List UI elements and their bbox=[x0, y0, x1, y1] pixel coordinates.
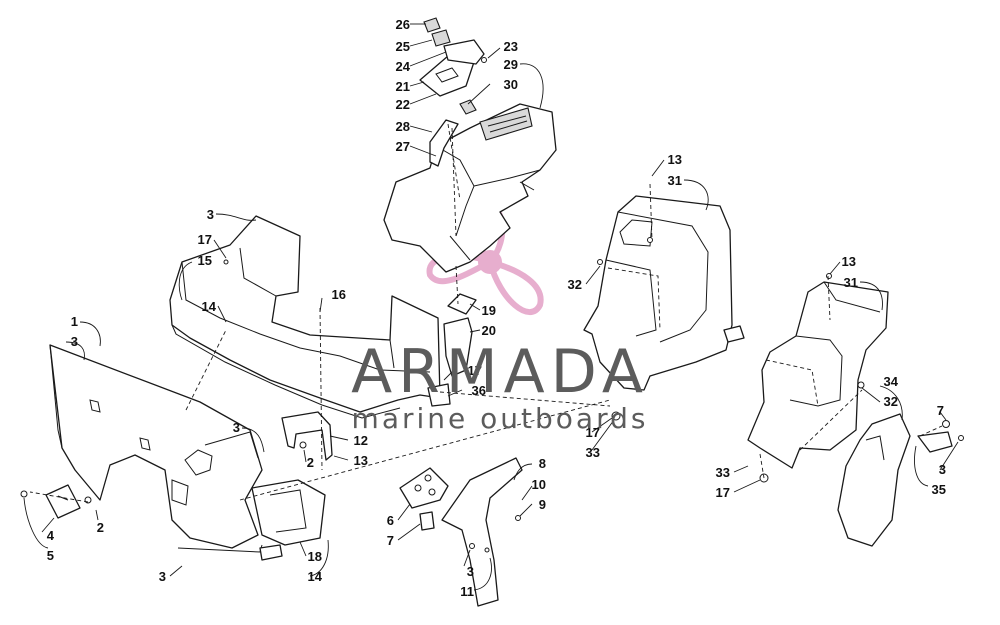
watermark-tagline: marine outboards bbox=[352, 402, 649, 435]
callout: 9 bbox=[539, 497, 546, 512]
callout: 20 bbox=[482, 323, 496, 338]
callout: 31 bbox=[844, 275, 858, 290]
callout: 17 bbox=[716, 485, 730, 500]
callout: 24 bbox=[396, 59, 411, 74]
watermark-brand: ARMADA bbox=[351, 337, 649, 407]
knob-7 bbox=[419, 511, 435, 531]
alignment-lines bbox=[29, 123, 943, 503]
callout: 16 bbox=[332, 287, 346, 302]
watermark: ARMADA marine outboards bbox=[351, 337, 649, 435]
callout: 21 bbox=[396, 79, 410, 94]
callout: 30 bbox=[504, 77, 518, 92]
callout: 33 bbox=[716, 465, 730, 480]
callout: 11 bbox=[460, 584, 474, 599]
side-panel-34 bbox=[837, 413, 911, 547]
callout: 25 bbox=[396, 39, 410, 54]
callout: 3 bbox=[467, 564, 474, 579]
callout: 3 bbox=[939, 462, 946, 477]
callout: 13 bbox=[842, 254, 856, 269]
plate-6 bbox=[399, 467, 449, 509]
callout: 8 bbox=[539, 456, 546, 471]
floor-panel bbox=[169, 215, 441, 419]
bracket-35 bbox=[917, 431, 953, 453]
callout: 35 bbox=[932, 482, 946, 497]
bracket-12 bbox=[281, 411, 333, 461]
front-panel-assembly bbox=[20, 344, 326, 561]
callout: 7 bbox=[387, 533, 394, 548]
callout: 5 bbox=[47, 548, 54, 563]
callout: 3 bbox=[159, 569, 166, 584]
rear-housing-upper bbox=[583, 195, 745, 421]
callout: 19 bbox=[482, 303, 496, 318]
callout: 32 bbox=[568, 277, 582, 292]
callout: 34 bbox=[884, 374, 899, 389]
callout: 1 bbox=[71, 314, 78, 329]
callout: 26 bbox=[396, 17, 410, 32]
callout: 15 bbox=[198, 253, 212, 268]
leader-lines bbox=[23, 23, 959, 591]
callout: 12 bbox=[354, 433, 368, 448]
callout: 14 bbox=[202, 299, 217, 314]
callout: 2 bbox=[97, 520, 104, 535]
callout: 4 bbox=[47, 528, 55, 543]
callout: 32 bbox=[884, 394, 898, 409]
callout: 14 bbox=[308, 569, 323, 584]
callout: 13 bbox=[668, 152, 682, 167]
callout: 23 bbox=[504, 39, 518, 54]
callout: 10 bbox=[532, 477, 546, 492]
callout: 2 bbox=[307, 455, 314, 470]
callout: 13 bbox=[354, 453, 368, 468]
callout: 6 bbox=[387, 513, 394, 528]
callout: 17 bbox=[468, 363, 482, 378]
callout: 22 bbox=[396, 97, 410, 112]
callout: 27 bbox=[396, 139, 410, 154]
callout: 17 bbox=[586, 425, 600, 440]
callout: 3 bbox=[233, 420, 240, 435]
callout: 28 bbox=[396, 119, 410, 134]
callout: 36 bbox=[472, 383, 486, 398]
center-console bbox=[383, 17, 557, 377]
fender-flap-8 bbox=[441, 457, 523, 607]
bracket-36 bbox=[427, 383, 451, 407]
callout: 3 bbox=[207, 207, 214, 222]
callout: 18 bbox=[308, 549, 322, 564]
callout: 29 bbox=[504, 57, 518, 72]
callouts: 26 25 24 21 22 28 27 23 29 30 3 17 15 14… bbox=[47, 17, 946, 599]
callout: 31 bbox=[668, 173, 682, 188]
callout: 7 bbox=[937, 403, 944, 418]
callout: 17 bbox=[198, 232, 212, 247]
callout: 3 bbox=[71, 334, 78, 349]
callout: 33 bbox=[586, 445, 600, 460]
